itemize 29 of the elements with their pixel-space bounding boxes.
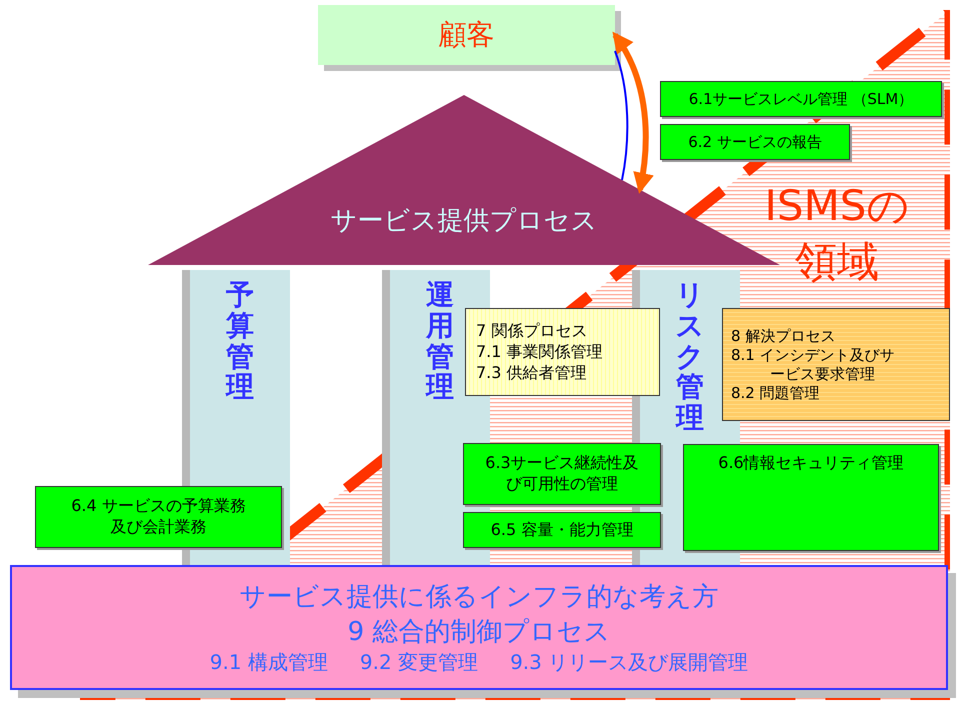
label-text: 予算管理 — [225, 280, 255, 404]
label-text: 顧客 — [438, 17, 494, 53]
label-text: 8 解決プロセス — [731, 326, 836, 346]
label-text: リスク管理 — [675, 280, 705, 434]
label-text: 6.6情報セキュリティ管理 — [718, 453, 904, 474]
label-text: 9.3 リリース及び展開管理 — [510, 649, 748, 676]
process-box — [660, 81, 942, 117]
process-box — [660, 124, 850, 160]
label-text: 6.5 容量・能力管理 — [490, 520, 634, 540]
label-text: 6.3サービス継続性及び可用性の管理 — [484, 453, 640, 495]
label-text: 8.1 インシデント及びサービス要求管理 — [731, 346, 896, 384]
label-text: 9.1 構成管理 — [210, 649, 328, 676]
process-box — [35, 486, 282, 548]
label-text: 7.1 事業関係管理 — [476, 342, 603, 362]
label-text: 6.1サービスレベル管理 （SLM） — [688, 90, 914, 108]
label-text: ISMSの領域 — [764, 180, 910, 288]
label-text: 8.2 問題管理 — [731, 384, 820, 402]
label-text: 7 関係プロセス — [476, 320, 588, 342]
label-text: 9.2 変更管理 — [360, 649, 478, 676]
label-text: 7.3 供給者管理 — [476, 362, 587, 384]
label-text: サービス提供に係るインフラ的な考え方 — [238, 581, 720, 614]
label-text: サービス提供プロセス — [330, 205, 598, 238]
label-text: 運用管理 — [425, 280, 455, 404]
label-text: 6.4 サービスの予算業務及び会計業務 — [70, 496, 247, 538]
arrow — [612, 32, 654, 194]
connector-line — [614, 50, 628, 180]
label-text: 6.2 サービスの報告 — [688, 132, 822, 152]
customer-box — [318, 5, 615, 65]
label-text: 9 総合的制御プロセス — [346, 616, 612, 649]
